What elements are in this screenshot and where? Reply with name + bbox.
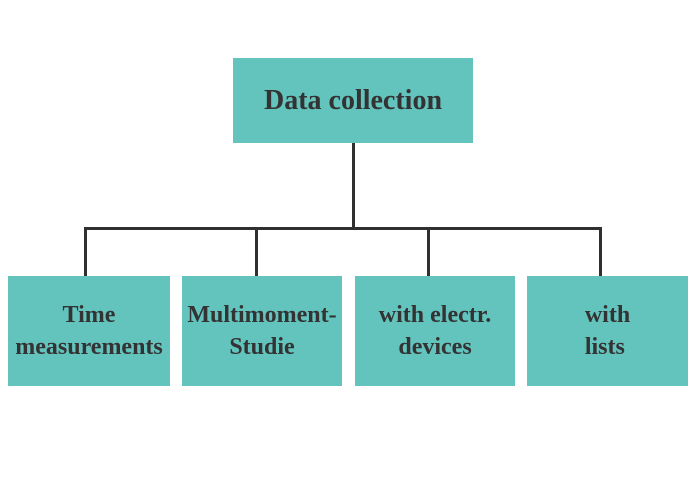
connector-drop-multimoment-studie — [255, 227, 259, 276]
node-multimoment-studie: Multimoment- Studie — [182, 276, 342, 386]
node-data-collection: Data collection — [233, 58, 473, 143]
connector-rail — [83, 227, 602, 230]
node-lists: with lists — [527, 276, 688, 386]
node-electr-devices-label: with electr. devices — [378, 301, 492, 360]
node-multimoment-studie-label: Multimoment- Studie — [187, 301, 337, 360]
node-data-collection-label: Data collection — [263, 84, 443, 116]
connector-drop-lists — [598, 227, 602, 276]
node-time-measurements-label: Time measurements — [15, 301, 163, 360]
node-lists-label: with lists — [584, 301, 631, 360]
connector-drop-time-measurements — [83, 227, 87, 276]
connector-drop-electr-devices — [426, 227, 430, 276]
node-time-measurements: Time measurements — [8, 276, 170, 386]
node-electr-devices: with electr. devices — [355, 276, 515, 386]
connector-stem — [351, 143, 355, 230]
